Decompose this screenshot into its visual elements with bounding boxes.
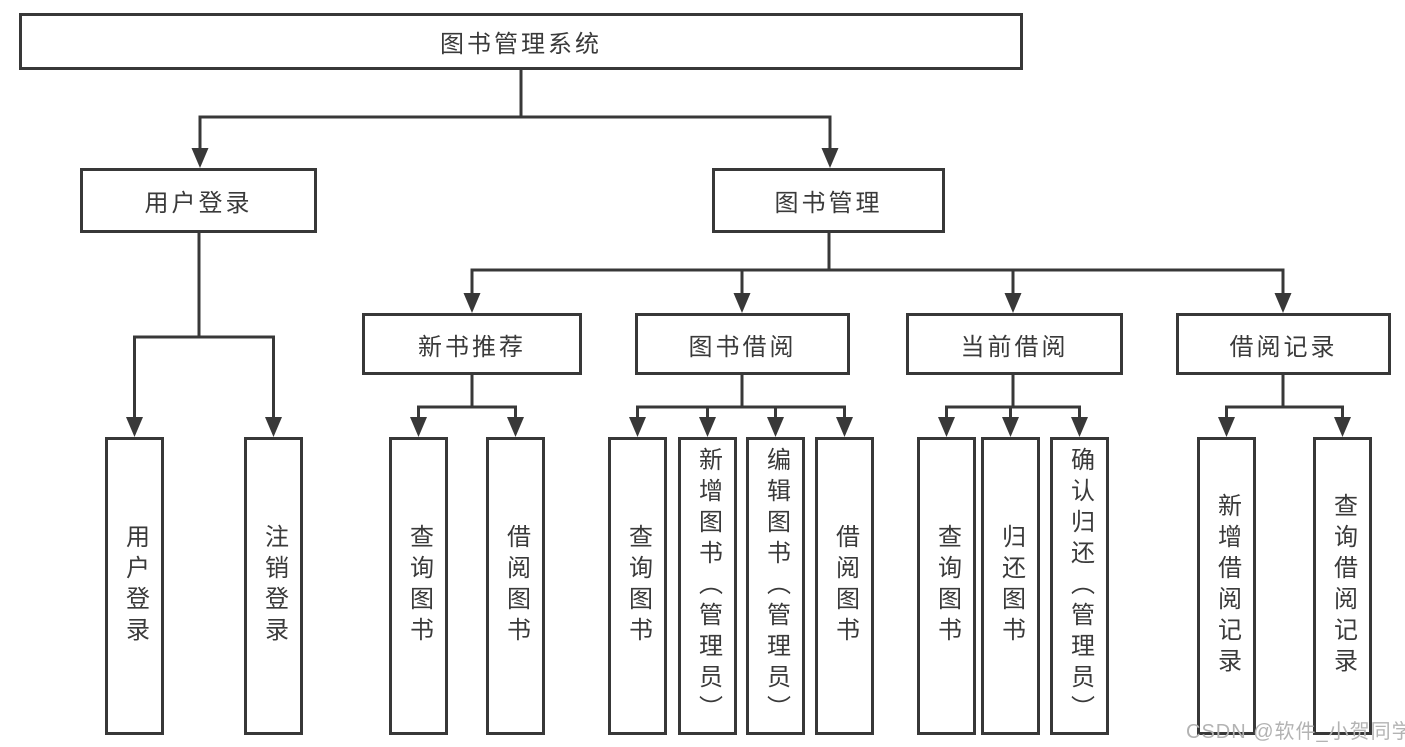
leaf-borrow-books: 借阅图书 [815,437,874,735]
leaf-user-login-label: 用户登录 [121,524,149,648]
leaf-borrowing-query-books: 查询图书 [608,437,667,735]
leaf-recommend-query-books: 查询图书 [389,437,448,735]
leaf-user-login: 用户登录 [105,437,164,735]
leaf-query-borrow-record-label: 查询借阅记录 [1329,493,1357,679]
leaf-return-books: 归还图书 [981,437,1040,735]
leaf-recommend-borrow-books-label: 借阅图书 [502,524,530,648]
leaf-borrowing-query-books-label: 查询图书 [624,524,652,648]
leaf-add-borrow-record: 新增借阅记录 [1197,437,1256,735]
node-book-management-label: 图书管理 [774,190,883,217]
node-borrowing-records-label: 借阅记录 [1229,333,1338,361]
leaf-edit-books-admin: 编辑图书（管理员） [746,437,805,735]
node-book-borrowing-label: 图书借阅 [688,333,797,361]
node-book-management: 图书管理 [712,168,945,233]
node-borrowing-records: 借阅记录 [1176,313,1391,375]
node-root: 图书管理系统 [19,13,1023,70]
leaf-current-query-books-label: 查询图书 [933,524,961,648]
node-new-book-recommend-label: 新书推荐 [418,333,526,361]
watermark-text: CSDN @软件_小贺同学 [1186,721,1405,743]
leaf-add-books-admin: 新增图书（管理员） [678,437,737,735]
leaf-add-books-admin-label: 新增图书（管理员） [694,446,722,726]
leaf-return-books-label: 归还图书 [997,524,1025,648]
leaf-add-borrow-record-label: 新增借阅记录 [1213,493,1241,679]
leaf-confirm-return-admin-label: 确认归还（管理员） [1066,446,1094,726]
leaf-logout-label: 注销登录 [260,524,288,648]
node-root-label: 图书管理系统 [440,31,602,58]
node-user-login-label: 用户登录 [144,190,253,217]
node-user-login: 用户登录 [80,168,317,233]
leaf-edit-books-admin-label: 编辑图书（管理员） [762,446,790,726]
node-current-borrowing: 当前借阅 [906,313,1123,375]
node-new-book-recommend: 新书推荐 [362,313,582,375]
leaf-current-query-books: 查询图书 [917,437,976,735]
node-current-borrowing-label: 当前借阅 [960,333,1069,361]
leaf-query-borrow-record: 查询借阅记录 [1313,437,1372,735]
leaf-borrow-books-label: 借阅图书 [831,524,859,648]
node-book-borrowing: 图书借阅 [635,313,850,375]
leaf-recommend-borrow-books: 借阅图书 [486,437,545,735]
leaf-logout: 注销登录 [244,437,303,735]
leaf-confirm-return-admin: 确认归还（管理员） [1050,437,1109,735]
leaf-recommend-query-books-label: 查询图书 [405,524,433,648]
